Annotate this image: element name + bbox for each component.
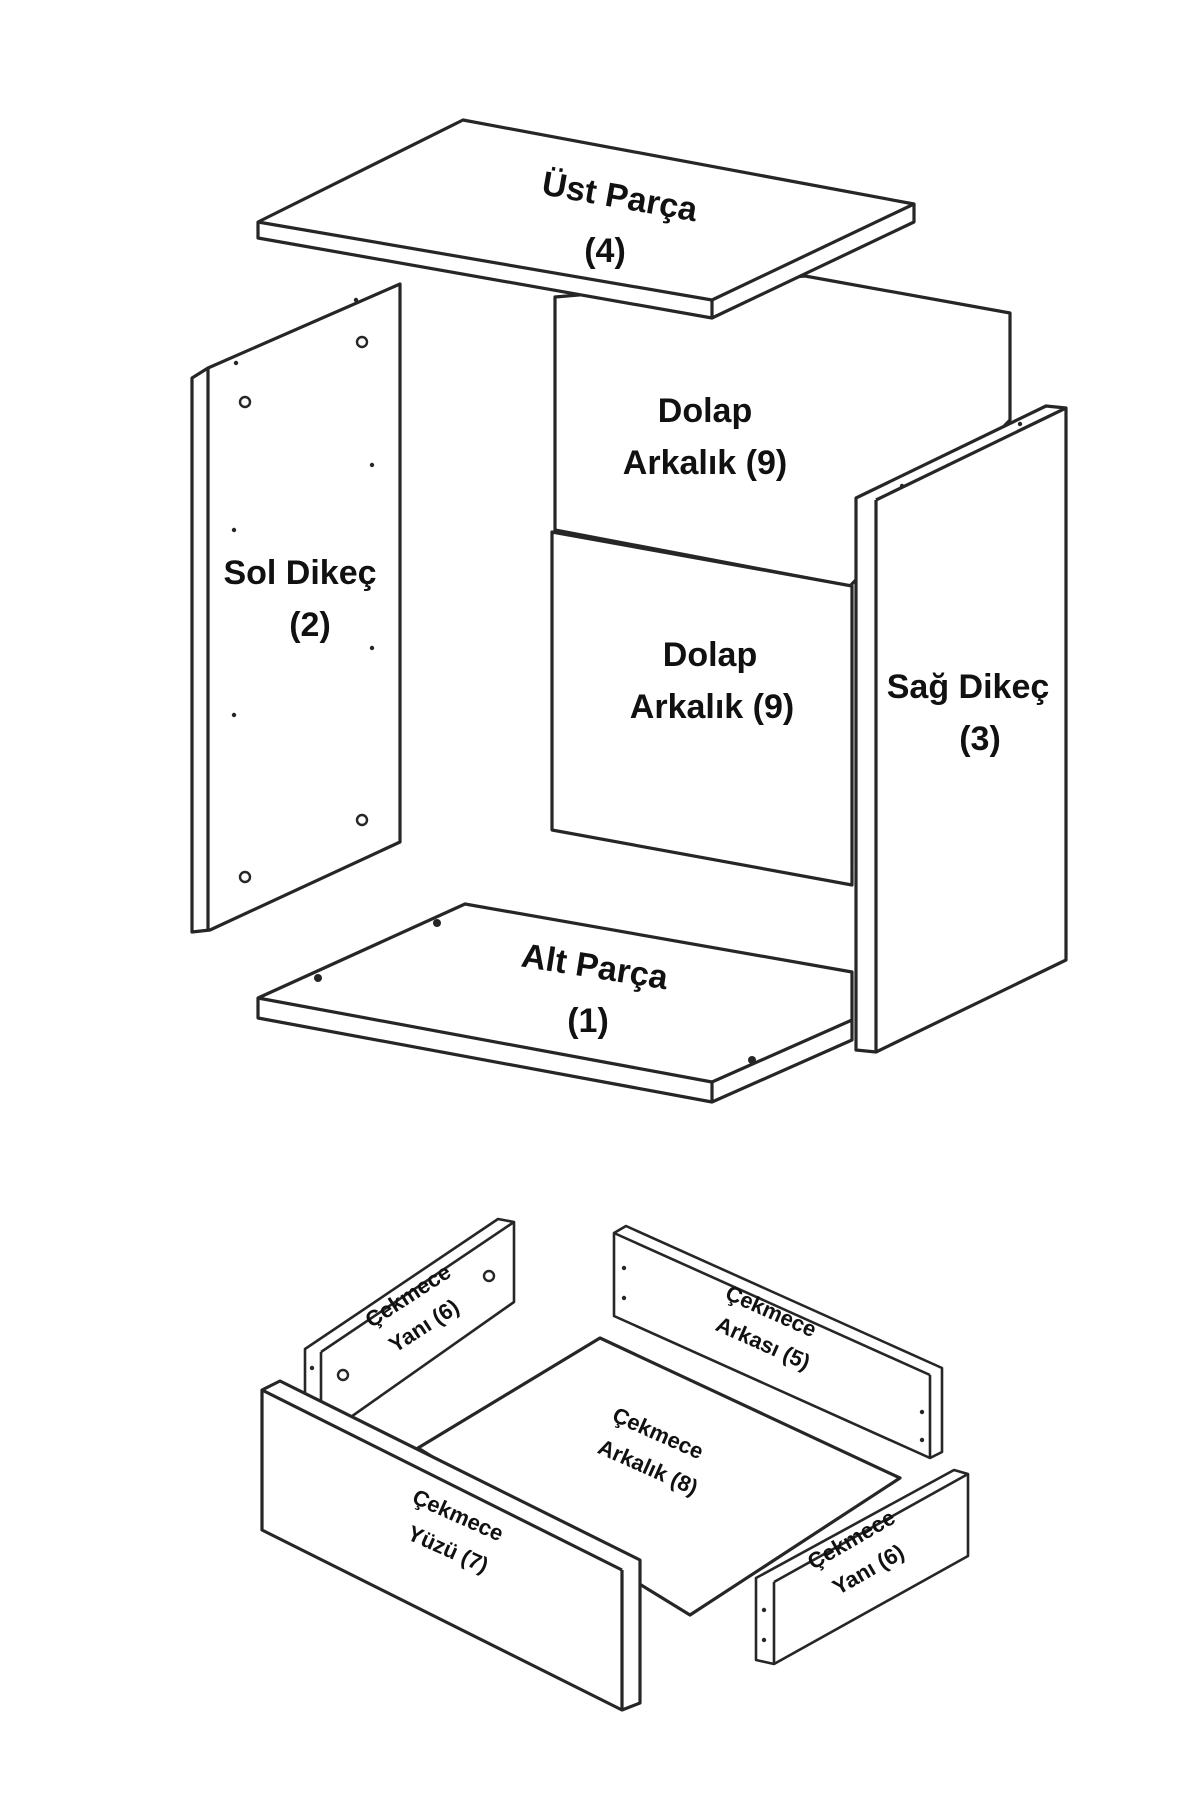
bottom-panel bbox=[256, 902, 854, 1104]
back-lower-line2: Arkalık (9) bbox=[630, 688, 794, 726]
left-side-number: (2) bbox=[289, 606, 331, 644]
drawer-side-right bbox=[754, 1468, 970, 1666]
right-side-panel bbox=[854, 404, 1068, 1054]
drawer-back-panel bbox=[612, 1224, 944, 1460]
left-side-name: Sol Dikeç bbox=[223, 554, 376, 592]
bottom-panel-number: (1) bbox=[567, 1002, 609, 1040]
right-side-name: Sağ Dikeç bbox=[887, 668, 1050, 706]
drawer-front-panel bbox=[260, 1379, 642, 1712]
top-panel-number: (4) bbox=[584, 232, 626, 270]
back-lower-line1: Dolap bbox=[663, 636, 757, 674]
back-upper-line1: Dolap bbox=[658, 392, 752, 430]
top-panel bbox=[256, 118, 916, 320]
back-panel-lower bbox=[550, 530, 854, 887]
right-side-number: (3) bbox=[959, 720, 1001, 758]
back-upper-line2: Arkalık (9) bbox=[623, 444, 787, 482]
left-side-panel bbox=[190, 282, 402, 934]
